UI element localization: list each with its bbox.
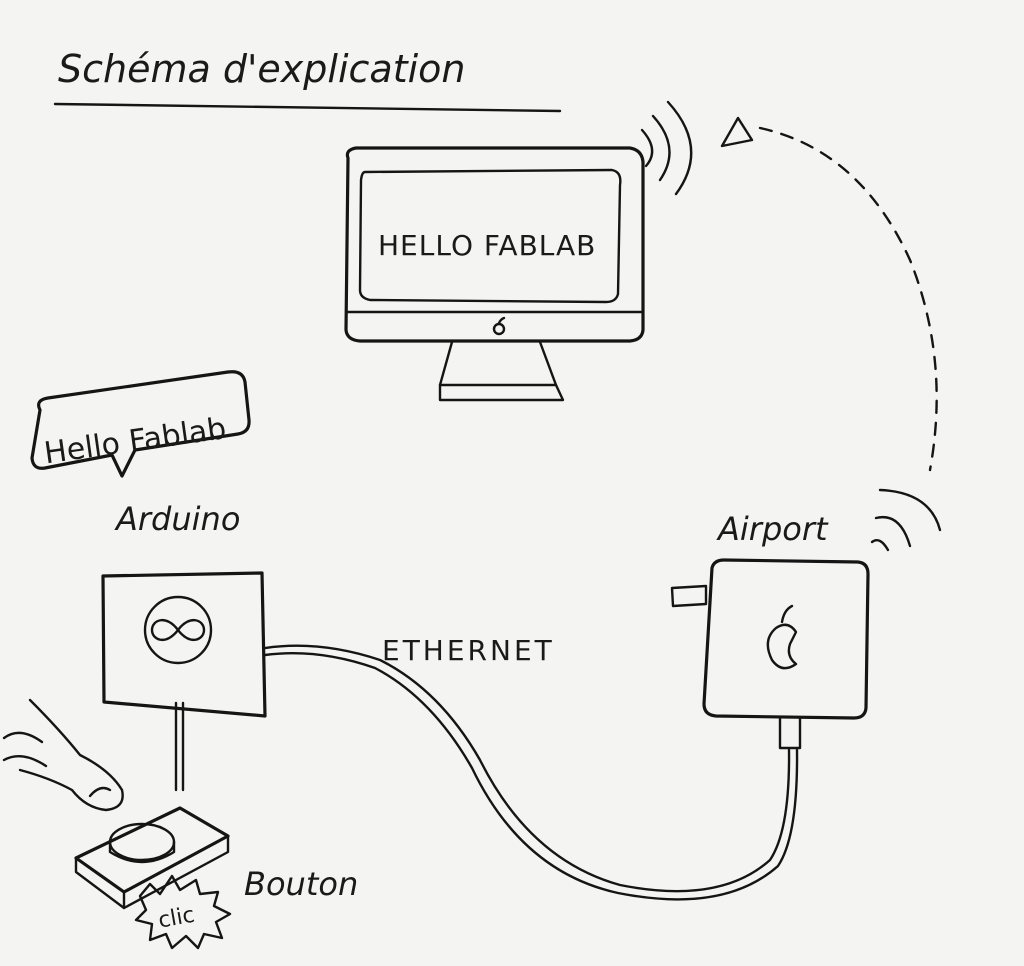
title-underline <box>53 102 562 113</box>
apple-logo-icon <box>492 316 506 336</box>
speech-bubble <box>30 370 251 478</box>
ethernet-cable <box>263 644 799 901</box>
click-burst <box>134 874 232 950</box>
monitor-screen-text: HELLO FABLAB <box>378 229 596 262</box>
monitor-wifi-icon <box>640 100 693 196</box>
click-text: clic <box>156 903 196 934</box>
arduino-label: Arduino <box>114 500 240 538</box>
arduino-board <box>101 571 267 792</box>
ethernet-label: ETHERNET <box>382 634 555 667</box>
diagram-title: Schéma d'explication <box>58 47 466 91</box>
button-label: Bouton <box>244 865 358 903</box>
infinity-logo-icon <box>143 595 213 665</box>
apple-logo-icon <box>766 604 798 670</box>
speech-bubble-text: Hello Fablab <box>42 411 228 471</box>
airport-wifi-icon <box>870 488 942 552</box>
airport-device <box>670 558 870 750</box>
wireless-signal-arrow <box>720 116 938 472</box>
monitor <box>344 146 645 402</box>
push-button <box>74 806 230 910</box>
airport-label: Airport <box>716 510 829 548</box>
finger-icon <box>2 698 124 812</box>
